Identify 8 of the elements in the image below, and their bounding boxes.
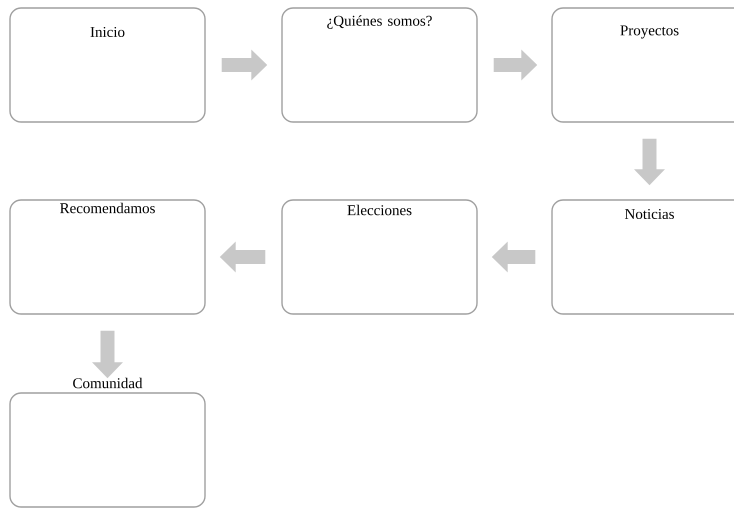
process-box: Inicio bbox=[9, 7, 206, 123]
process-box: Comunidad bbox=[9, 378, 206, 508]
process-box: Recomendamos bbox=[9, 199, 206, 315]
process-box: Elecciones bbox=[281, 199, 478, 315]
process-box: Proyectos bbox=[551, 7, 734, 123]
node-label: Comunidad bbox=[73, 378, 142, 388]
process-box: ¿Quiénes somos? bbox=[281, 7, 478, 123]
process-box: Noticias bbox=[551, 199, 734, 315]
